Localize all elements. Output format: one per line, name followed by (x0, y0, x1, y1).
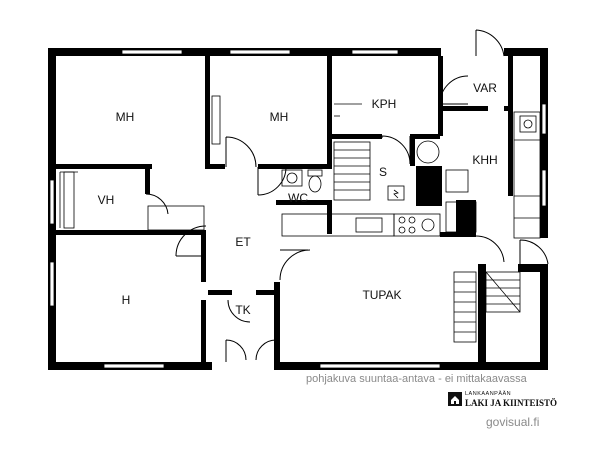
room-label-s: S (379, 165, 387, 179)
room-label-vh: VH (98, 193, 115, 207)
doors (145, 29, 549, 362)
room-label-kph: KPH (372, 97, 397, 111)
room-label-mh-1: MH (116, 110, 135, 124)
logo-top-text: LANKAANPÄÄN (465, 391, 512, 397)
logo-main-text: LAKI JA KIINTEISTÖ (465, 398, 558, 408)
room-label-khh: KHH (472, 153, 497, 167)
agency-logo: LANKAANPÄÄN LAKI JA KIINTEISTÖ (448, 390, 557, 412)
room-label-et: ET (235, 235, 251, 249)
room-label-tupak: TUPAK (362, 288, 401, 302)
disclaimer-caption: pohjakuva suuntaa-antava - ei mittakaava… (306, 373, 527, 385)
room-label-mh-2: MH (270, 110, 289, 124)
house-logo-icon (448, 392, 462, 406)
fixtures (59, 95, 541, 343)
windows (49, 49, 547, 369)
room-label-wc: WC (288, 191, 308, 205)
room-label-tk: TK (235, 303, 250, 317)
room-label-h: H (122, 293, 131, 307)
website-link[interactable]: govisual.fi (486, 415, 540, 429)
room-labels: MH MH KPH VAR S KHH WC VH ET H TK TUPAK (98, 81, 498, 317)
room-label-var: VAR (473, 81, 497, 95)
